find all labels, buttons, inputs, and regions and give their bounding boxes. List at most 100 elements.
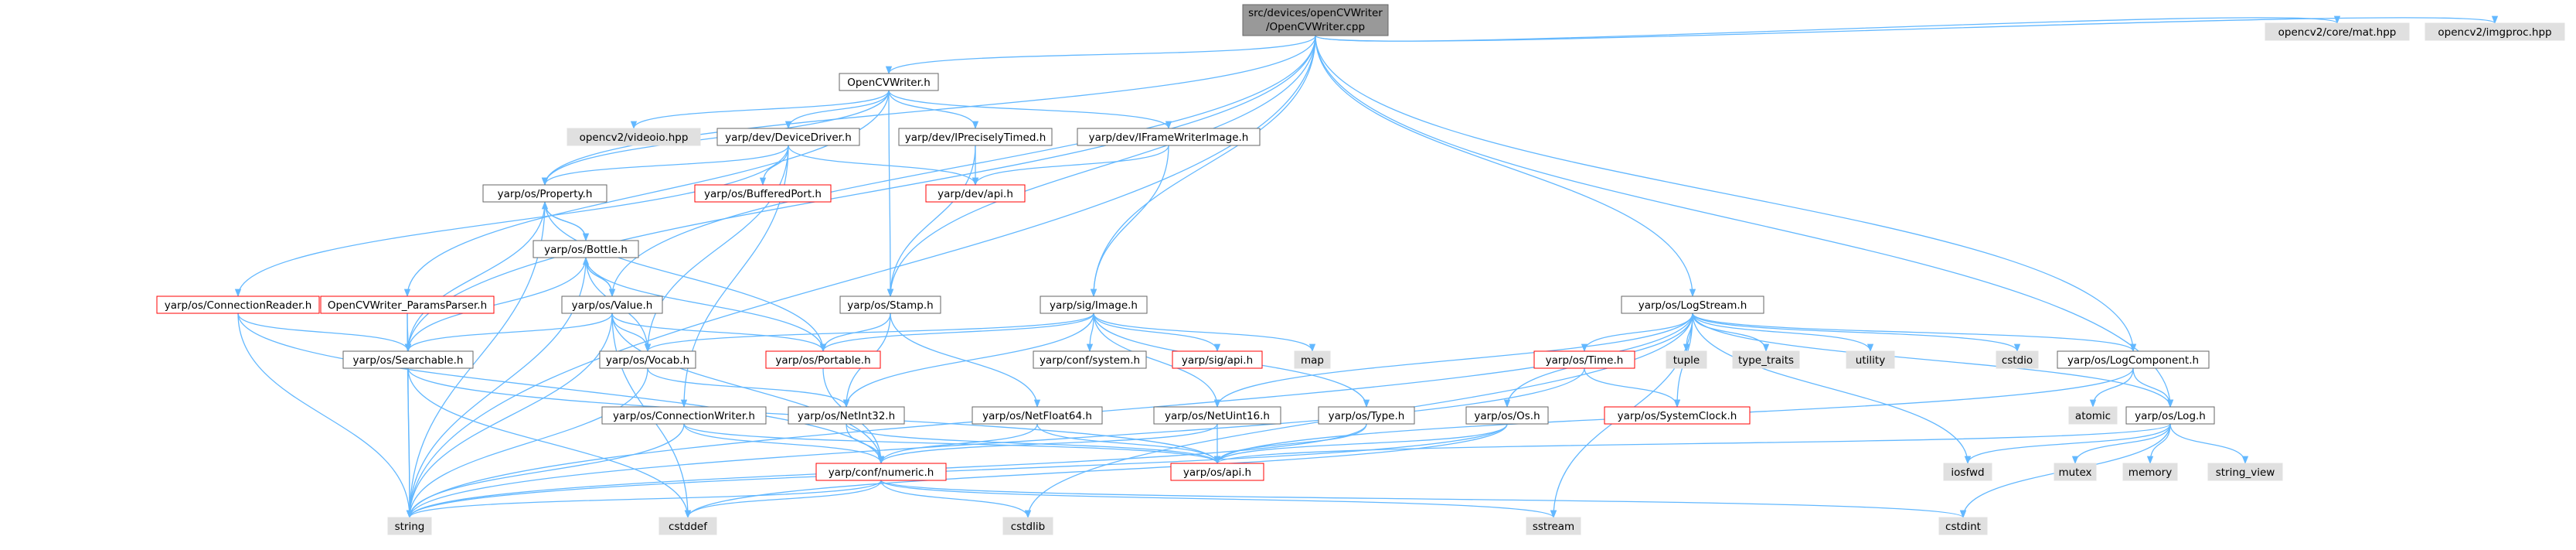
edge-log-to-stringview	[2169, 423, 2249, 465]
node-label: opencv2/videoio.hpp	[580, 132, 689, 144]
edge-log-to-osapi	[1214, 423, 2171, 465]
node-root[interactable]: src/devices/openCVWriter/OpenCVWriter.cp…	[1242, 4, 1389, 36]
edge-root-to-log	[1315, 35, 2174, 408]
node-box	[1526, 517, 1581, 535]
edge-netuint16-to-numeric	[877, 423, 1218, 465]
node-box	[1033, 350, 1147, 369]
node-sigapi[interactable]: yarp/sig/api.h	[1172, 350, 1263, 369]
edge-netfloat64-to-numeric	[877, 423, 1038, 465]
edge-value-to-portable	[611, 313, 827, 353]
node-imgproc[interactable]: opencv2/imgproc.hpp	[2425, 22, 2565, 41]
node-box	[1938, 517, 1988, 535]
node-label: memory	[2129, 466, 2172, 479]
edge-root-to-imgproc	[1315, 15, 2498, 42]
node-value[interactable]: yarp/os/Value.h	[561, 295, 663, 314]
node-cstdint[interactable]: cstdint	[1938, 517, 1988, 535]
node-memory[interactable]: memory	[2122, 463, 2178, 481]
node-videoio[interactable]: opencv2/videoio.hpp	[567, 128, 701, 146]
node-box	[765, 350, 881, 369]
node-numeric[interactable]: yarp/conf/numeric.h	[815, 463, 947, 481]
node-label: yarp/os/NetFloat64.h	[982, 410, 1092, 422]
node-iosfwd[interactable]: iosfwd	[1943, 463, 1992, 481]
node-bottle[interactable]: yarp/os/Bottle.h	[533, 240, 639, 258]
node-time[interactable]: yarp/os/Time.h	[1533, 350, 1635, 369]
node-box	[1604, 406, 1751, 425]
node-sstream[interactable]: sstream	[1526, 517, 1581, 535]
edge-image-to-vocab	[645, 313, 1094, 353]
node-confsystem[interactable]: yarp/conf/system.h	[1033, 350, 1147, 369]
node-stamp[interactable]: yarp/os/Stamp.h	[839, 295, 941, 314]
node-string[interactable]: string	[387, 517, 432, 535]
node-cstdlib[interactable]: cstdlib	[1002, 517, 1053, 535]
node-log[interactable]: yarp/os/Log.h	[2125, 406, 2215, 425]
edge-time-to-string	[406, 367, 1585, 519]
node-os[interactable]: yarp/os/Os.h	[1465, 406, 1549, 425]
edge-image-to-sigapi	[1093, 313, 1221, 353]
node-box	[1533, 350, 1635, 369]
node-image[interactable]: yarp/sig/Image.h	[1040, 295, 1148, 314]
node-utility[interactable]: utility	[1846, 350, 1895, 369]
edge-os-to-osapi	[1213, 423, 1508, 465]
edge-log-to-iosfwd	[1964, 423, 2171, 465]
node-searchable[interactable]: yarp/os/Searchable.h	[342, 350, 474, 369]
node-label: mutex	[2058, 466, 2091, 479]
node-tuple[interactable]: tuple	[1666, 350, 1707, 369]
node-stringview[interactable]: string_view	[2207, 463, 2283, 481]
edge-logcomponent-to-log	[2132, 367, 2174, 408]
node-netint32[interactable]: yarp/os/NetInt32.h	[788, 406, 905, 425]
node-vocab[interactable]: yarp/os/Vocab.h	[599, 350, 696, 369]
edge-searchable-to-string	[406, 367, 413, 519]
node-label: map	[1301, 354, 1324, 367]
node-label: /OpenCVWriter.cpp	[1266, 21, 1365, 33]
edge-devicedriver-to-vocab	[644, 145, 789, 353]
node-netuint16[interactable]: yarp/os/NetUint16.h	[1153, 406, 1281, 425]
node-opencvwriter_h[interactable]: OpenCVWriter.h	[839, 73, 939, 91]
node-box	[839, 295, 941, 314]
node-mathpp[interactable]: opencv2/core/mat.hpp	[2265, 22, 2410, 41]
node-box	[972, 406, 1103, 425]
node-property[interactable]: yarp/os/Property.h	[482, 184, 607, 203]
edge-root-to-logcomponent	[1315, 35, 2137, 353]
node-map[interactable]: map	[1294, 350, 1331, 369]
node-devicedriver[interactable]: yarp/dev/DeviceDriver.h	[716, 128, 860, 146]
node-systemclock[interactable]: yarp/os/SystemClock.h	[1604, 406, 1751, 425]
node-connreader[interactable]: yarp/os/ConnectionReader.h	[156, 295, 320, 314]
node-label: yarp/os/api.h	[1183, 466, 1251, 479]
edge-iframewriter-to-devapi	[972, 145, 1169, 186]
edge-connwriter-to-osapi	[683, 423, 1220, 465]
node-label: yarp/dev/IFrameWriterImage.h	[1089, 132, 1249, 144]
node-cstdio[interactable]: cstdio	[1996, 350, 2039, 369]
node-preciselytimed[interactable]: yarp/dev/IPreciselyTimed.h	[898, 128, 1053, 146]
node-cstddef[interactable]: cstddef	[658, 517, 717, 535]
node-label: OpenCVWriter_ParamsParser.h	[328, 299, 487, 312]
node-connwriter[interactable]: yarp/os/ConnectionWriter.h	[601, 406, 767, 425]
node-label: yarp/conf/numeric.h	[829, 466, 934, 479]
node-iframewriter[interactable]: yarp/dev/IFrameWriterImage.h	[1077, 128, 1261, 146]
node-logcomponent[interactable]: yarp/os/LogComponent.h	[2057, 350, 2210, 369]
edge-numeric-to-cstddef	[684, 480, 882, 519]
node-label: iosfwd	[1951, 466, 1984, 479]
node-bufferedport[interactable]: yarp/os/BufferedPort.h	[694, 184, 832, 203]
edge-os-to-cstddef	[684, 423, 1508, 519]
node-box	[1294, 350, 1331, 369]
node-mutex[interactable]: mutex	[2054, 463, 2097, 481]
node-box	[567, 128, 701, 146]
node-type[interactable]: yarp/os/Type.h	[1318, 406, 1415, 425]
edge-vocab-to-netint32	[647, 367, 850, 408]
node-paramsparser[interactable]: OpenCVWriter_ParamsParser.h	[320, 295, 495, 314]
node-netfloat64[interactable]: yarp/os/NetFloat64.h	[972, 406, 1103, 425]
edge-layer	[234, 15, 2498, 519]
edge-numeric-to-sstream	[880, 480, 1557, 519]
node-atomic[interactable]: atomic	[2068, 406, 2118, 425]
node-typetraits[interactable]: type_traits	[1732, 350, 1800, 369]
node-devapi[interactable]: yarp/dev/api.h	[925, 184, 1026, 203]
edge-stamp-to-netfloat64	[890, 313, 1041, 408]
node-osapi[interactable]: yarp/os/api.h	[1170, 463, 1264, 481]
node-label: yarp/os/ConnectionReader.h	[165, 299, 312, 312]
node-portable[interactable]: yarp/os/Portable.h	[765, 350, 881, 369]
node-logstream[interactable]: yarp/os/LogStream.h	[1621, 295, 1764, 314]
node-label: yarp/sig/Image.h	[1050, 299, 1138, 312]
node-label: tuple	[1673, 354, 1700, 367]
node-box	[320, 295, 495, 314]
node-label: cstdio	[2002, 354, 2033, 367]
